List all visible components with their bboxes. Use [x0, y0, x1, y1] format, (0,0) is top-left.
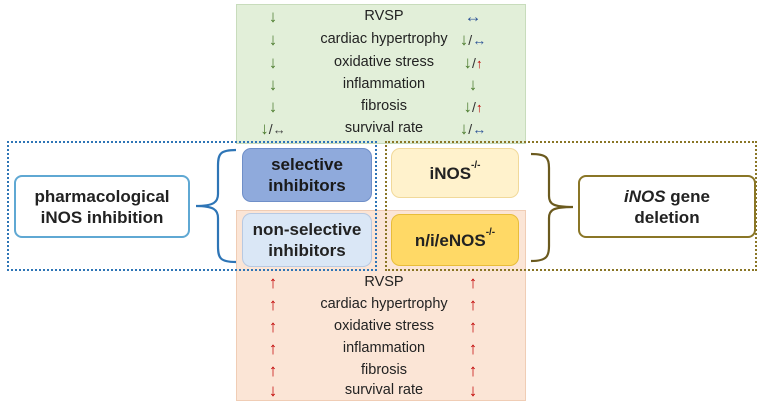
top-effect-row: ↓ fibrosis ↓/↑	[236, 96, 526, 117]
nie-knockout-label: n/i/eNOS-/-	[414, 226, 496, 250]
gene-deletion-label: iNOS gene deletion	[624, 186, 710, 227]
effect-label: survival rate	[344, 382, 424, 398]
nie-knockout-box: n/i/eNOS-/-	[391, 214, 519, 266]
up-arrow-icon: ↑	[268, 317, 278, 336]
down-arrow-icon: ↓	[268, 75, 278, 94]
unchanged-arrow-icon: ↔	[472, 32, 487, 48]
slash-separator: /	[268, 121, 273, 137]
up-arrow-icon: ↑	[268, 295, 278, 314]
top-effect-row: ↓ RVSP ↔	[236, 6, 526, 27]
unchanged-arrow-icon: ↔	[472, 121, 487, 137]
gene-deletion-group-outline	[385, 141, 757, 271]
non-selective-inhibitors-box: non-selective inhibitors	[242, 213, 372, 267]
down-arrow-icon: ↓	[463, 97, 473, 116]
left-brace-icon	[195, 148, 237, 264]
inos-knockout-label: iNOS-/-	[429, 159, 481, 183]
down-arrow-icon: ↓	[459, 30, 469, 49]
slash-separator: /	[468, 121, 473, 137]
bottom-effect-row: ↑ oxidative stress ↑	[236, 316, 526, 337]
top-effect-row: ↓ inflammation ↓	[236, 74, 526, 95]
slash-separator: /	[472, 55, 476, 71]
up-arrow-icon: ↑	[268, 361, 278, 380]
bottom-effect-row: ↑ inflammation ↑	[236, 338, 526, 359]
effect-label: RVSP	[364, 274, 404, 290]
down-arrow-icon: ↓	[268, 53, 278, 72]
slash-separator: /	[468, 32, 473, 48]
effect-label: oxidative stress	[334, 54, 434, 70]
up-arrow-icon: ↑	[468, 361, 478, 380]
pharmacological-inhibition-box: pharmacological iNOS inhibition	[14, 175, 190, 238]
selective-inhibitors-label: selective inhibitors	[268, 155, 346, 195]
right-brace-icon	[530, 152, 574, 263]
effect-label: survival rate	[344, 120, 424, 136]
bottom-effect-row: ↑ cardiac hypertrophy ↑	[236, 294, 526, 315]
down-arrow-icon: ↓	[468, 75, 478, 94]
top-effect-row: ↓ oxidative stress ↓/↑	[236, 52, 526, 73]
down-arrow-icon: ↓	[268, 30, 278, 49]
gene-deletion-box: iNOS gene deletion	[578, 175, 756, 238]
unchanged-arrow-icon: ↔	[464, 7, 482, 26]
down-arrow-icon: ↓	[268, 381, 278, 400]
bottom-effect-row: ↑ fibrosis ↑	[236, 360, 526, 381]
up-arrow-icon: ↑	[268, 339, 278, 358]
pharmacological-group-outline	[7, 141, 377, 271]
effect-label: oxidative stress	[334, 318, 434, 334]
effect-label: inflammation	[342, 340, 426, 356]
inos-knockout-box: iNOS-/-	[391, 148, 519, 198]
up-arrow-icon: ↑	[475, 56, 483, 71]
effect-label: fibrosis	[361, 362, 407, 378]
effect-label: RVSP	[364, 8, 404, 24]
up-arrow-icon: ↑	[268, 273, 278, 292]
non-selective-inhibitors-label: non-selective inhibitors	[252, 220, 362, 260]
selective-inhibitors-box: selective inhibitors	[242, 148, 372, 202]
effect-label: fibrosis	[361, 98, 407, 114]
pharmacological-inhibition-label: pharmacological iNOS inhibition	[34, 186, 170, 227]
down-arrow-icon: ↓	[268, 7, 278, 26]
effect-label: cardiac hypertrophy	[320, 31, 448, 47]
down-arrow-icon: ↓	[268, 97, 278, 116]
down-arrow-icon: ↓	[463, 53, 473, 72]
effects-panel-top	[236, 4, 526, 144]
effect-label: cardiac hypertrophy	[320, 296, 448, 312]
effect-label: inflammation	[342, 76, 426, 92]
bottom-effect-row: ↑ RVSP ↑	[236, 272, 526, 293]
up-arrow-icon: ↑	[475, 100, 483, 115]
bottom-effect-row: ↓ survival rate ↓	[236, 380, 526, 401]
down-arrow-icon: ↓	[459, 119, 469, 138]
down-arrow-icon: ↓	[260, 119, 269, 138]
up-arrow-icon: ↑	[468, 273, 478, 292]
top-effect-row: ↓ cardiac hypertrophy ↓/↔	[236, 29, 526, 50]
unchanged-arrow-icon: ↔	[272, 122, 286, 137]
slash-separator: /	[472, 99, 476, 115]
up-arrow-icon: ↑	[468, 295, 478, 314]
up-arrow-icon: ↑	[468, 317, 478, 336]
up-arrow-icon: ↑	[468, 339, 478, 358]
down-arrow-icon: ↓	[468, 381, 478, 400]
top-effect-row: ↓/↔ survival rate ↓/↔	[236, 118, 526, 139]
